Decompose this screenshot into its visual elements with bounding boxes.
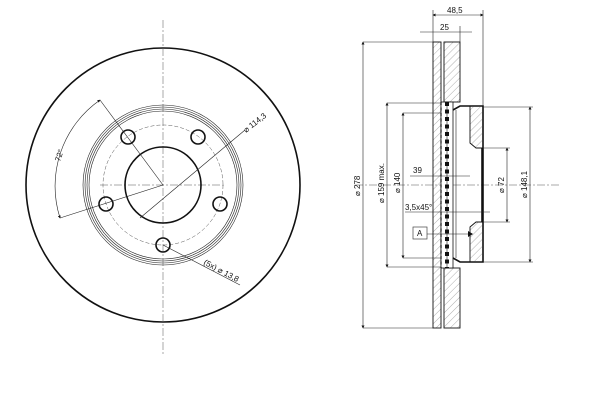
bolt-circle-label: ⌀ 114,3 [242, 111, 269, 135]
outer-friction-plate [432, 41, 442, 329]
holes-leader [162, 244, 241, 286]
bolt-hole [212, 196, 228, 212]
hat-outline [452, 105, 484, 263]
center-bore-label: ⌀ 72 [497, 177, 506, 193]
inner-friction-plate-top [443, 41, 461, 103]
angle-leader [59, 184, 164, 219]
datum-marker [468, 231, 473, 237]
front-view: 72° ⌀ 114,3 (5x) ⌀ 13,8 [25, 20, 301, 355]
bolt-circle [102, 124, 224, 246]
max-diameter-label: ⌀ 159 max. [377, 163, 386, 203]
disc-thickness-label: 25 [440, 23, 449, 32]
bolt-hole [190, 129, 206, 145]
bolt-holes [98, 129, 228, 253]
holes-label: (5x) ⌀ 13,8 [202, 258, 241, 284]
depth-label: 39 [413, 166, 422, 175]
angle-arc [54, 99, 101, 219]
hub-diameter-label: ⌀ 148,1 [520, 170, 529, 198]
bolt-hole [120, 129, 136, 145]
bolt-hole [155, 237, 171, 253]
side-view: 48,5 25 ⌀ 278 ⌀ 159 max. ⌀ 140 39 3,5x45… [353, 6, 560, 329]
overall-width-label: 48,5 [447, 6, 463, 15]
angle-label: 72° [53, 148, 65, 162]
inner-diameter-label: ⌀ 140 [393, 172, 402, 193]
cooling-vents [440, 101, 454, 269]
center-bore [124, 146, 202, 224]
chamfer-label: 3,5x45° [405, 203, 432, 212]
datum-label: A [417, 229, 423, 238]
bolt-circle-leader [139, 129, 246, 219]
inner-friction-plate-bottom [443, 267, 461, 329]
datum-box [412, 226, 428, 240]
hub-section-bottom [469, 221, 484, 263]
outer-diameter-label: ⌀ 278 [353, 175, 362, 196]
hub-section-top [469, 105, 484, 149]
angle-leader [99, 99, 164, 186]
